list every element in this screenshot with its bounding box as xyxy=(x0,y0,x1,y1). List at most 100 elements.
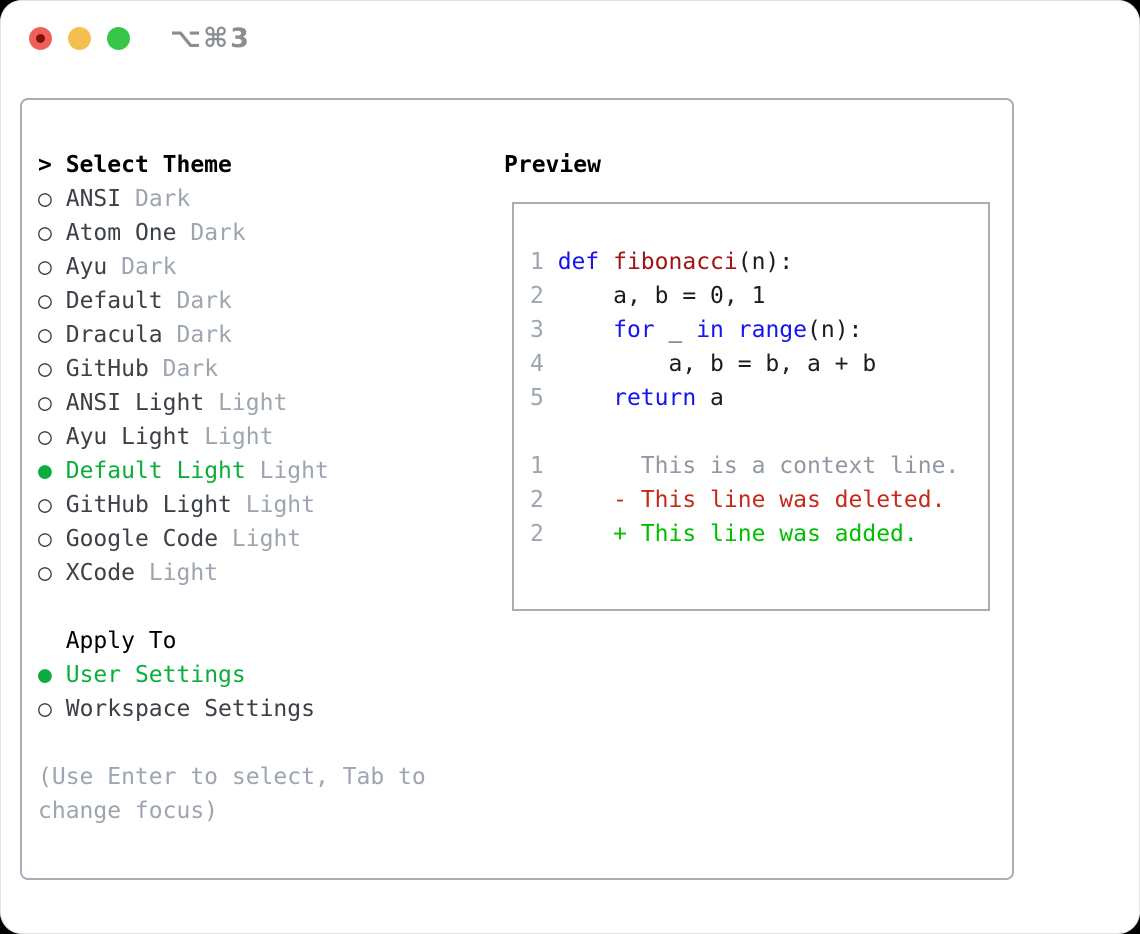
code-token xyxy=(558,317,613,343)
radio-icon: ○ xyxy=(38,526,52,552)
spacer xyxy=(530,415,988,449)
option-tag: Light xyxy=(218,390,288,416)
option-label: Default Light xyxy=(65,458,246,484)
code-token: range xyxy=(737,317,807,343)
option-tag: Light xyxy=(231,526,302,552)
radio-icon: ○ xyxy=(38,254,52,280)
radio-icon: ○ xyxy=(38,322,52,348)
theme-option[interactable]: ○ ANSI Light Light xyxy=(38,386,426,420)
titlebar: ⌥⌘3 xyxy=(29,23,251,54)
theme-selector-column: >Select Theme ○ ANSI Dark○ Atom One Dark… xyxy=(38,148,426,828)
option-tag: Dark xyxy=(121,254,177,280)
theme-option[interactable]: ○ XCode Light xyxy=(38,556,426,590)
option-label: Ayu xyxy=(65,254,108,280)
option-tag: Light xyxy=(204,424,274,450)
code-token xyxy=(724,317,738,343)
theme-option[interactable]: ○ Ayu Dark xyxy=(38,250,426,284)
diff-text: - This line was deleted. xyxy=(557,487,946,513)
code-token: a xyxy=(696,385,724,411)
hint-line-1: (Use Enter to select, Tab to xyxy=(38,764,426,790)
theme-selector-panel: >Select Theme ○ ANSI Dark○ Atom One Dark… xyxy=(20,98,1014,880)
apply-to-list: ● User Settings○ Workspace Settings xyxy=(38,658,426,726)
option-tag: Dark xyxy=(162,356,219,382)
theme-option[interactable]: ○ Dracula Dark xyxy=(38,318,426,352)
radio-icon: ○ xyxy=(38,356,52,382)
apply-to-header: Apply To xyxy=(65,628,177,654)
radio-icon: ○ xyxy=(38,560,52,586)
line-number: 2 xyxy=(530,521,558,547)
line-number: 2 xyxy=(530,487,558,513)
spacer xyxy=(38,590,426,624)
option-label: XCode xyxy=(65,560,135,586)
option-tag: Dark xyxy=(134,186,191,212)
radio-icon: ○ xyxy=(38,424,52,450)
line-number: 1 xyxy=(530,249,558,275)
line-number: 4 xyxy=(530,351,558,377)
code-token: for xyxy=(613,317,655,343)
option-tag: Light xyxy=(259,458,329,484)
option-tag: Dark xyxy=(176,322,232,348)
code-token xyxy=(599,249,613,275)
theme-option[interactable]: ○ GitHub Light Light xyxy=(38,488,426,522)
window-title: ⌥⌘3 xyxy=(170,23,251,54)
option-tag: Light xyxy=(245,492,315,518)
line-number: 3 xyxy=(530,317,558,343)
spacer xyxy=(38,726,426,760)
theme-list: ○ ANSI Dark○ Atom One Dark○ Ayu Dark○ De… xyxy=(38,182,426,590)
theme-option[interactable]: ○ ANSI Dark xyxy=(38,182,426,216)
code-token: fibonacci xyxy=(613,249,738,275)
code-token: a, b = b, a + b xyxy=(557,351,877,377)
option-label: Dracula xyxy=(65,322,163,348)
theme-option[interactable]: ○ Ayu Light Light xyxy=(38,420,426,454)
unsaved-dot-icon xyxy=(36,34,45,43)
theme-option[interactable]: ○ Default Dark xyxy=(38,284,426,318)
preview-title: Preview xyxy=(504,152,601,178)
minimize-button[interactable] xyxy=(68,27,91,50)
diff-line: 2 + This line was added. xyxy=(530,517,988,551)
code-token: (n): xyxy=(737,249,794,275)
option-label: Google Code xyxy=(65,526,219,552)
apply-option[interactable]: ● User Settings xyxy=(38,658,426,692)
code-token: def xyxy=(557,249,600,275)
option-label: Default xyxy=(65,288,163,314)
diff-preview: 1 This is a context line.2 - This line w… xyxy=(530,449,988,551)
option-label: ANSI Light xyxy=(65,390,205,416)
select-theme-title: Select Theme xyxy=(65,152,232,178)
code-token: a, b = 0, 1 xyxy=(557,283,766,309)
diff-line: 2 - This line was deleted. xyxy=(530,483,988,517)
code-token: _ xyxy=(654,317,697,343)
select-theme-header: > Select Theme xyxy=(38,148,426,182)
option-tag: Dark xyxy=(176,288,232,314)
option-label: Workspace Settings xyxy=(65,696,315,722)
theme-option[interactable]: ○ Google Code Light xyxy=(38,522,426,556)
maximize-button[interactable] xyxy=(107,27,130,50)
option-tag: Light xyxy=(148,560,219,586)
radio-icon: ○ xyxy=(38,390,52,416)
code-token: return xyxy=(613,385,697,411)
theme-option[interactable]: ● Default Light Light xyxy=(38,454,426,488)
radio-icon: ○ xyxy=(38,696,52,722)
option-label: GitHub xyxy=(65,356,149,382)
code-token xyxy=(558,385,613,411)
radio-selected-icon: ● xyxy=(38,662,52,688)
option-label: Atom One xyxy=(65,220,177,246)
option-label: Ayu Light xyxy=(65,424,191,450)
code-line: 4 a, b = b, a + b xyxy=(530,347,988,381)
line-number: 5 xyxy=(530,385,558,411)
code-line: 3 for _ in range(n): xyxy=(530,313,988,347)
apply-option[interactable]: ○ Workspace Settings xyxy=(38,692,426,726)
code-token: (n): xyxy=(807,317,863,343)
prompt-icon: > xyxy=(38,152,52,178)
radio-icon: ○ xyxy=(38,492,52,518)
close-button[interactable] xyxy=(29,27,52,50)
radio-icon: ○ xyxy=(38,288,52,314)
diff-text: This is a context line. xyxy=(557,453,960,479)
radio-icon: ○ xyxy=(38,186,52,212)
theme-option[interactable]: ○ Atom One Dark xyxy=(38,216,426,250)
theme-option[interactable]: ○ GitHub Dark xyxy=(38,352,426,386)
code-line: 5 return a xyxy=(530,381,988,415)
option-label: ANSI xyxy=(65,186,122,212)
radio-icon: ○ xyxy=(38,220,52,246)
diff-text: + This line was added. xyxy=(557,521,918,547)
